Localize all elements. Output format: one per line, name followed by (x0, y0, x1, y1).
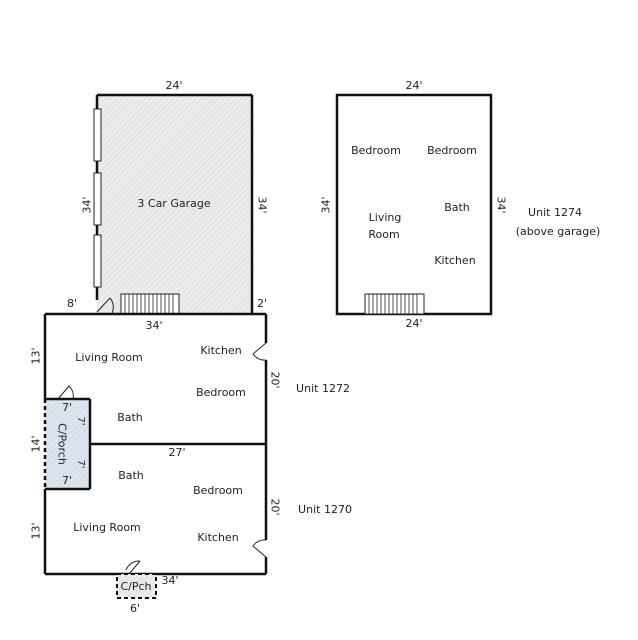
unit-1274-subtitle: (above garage) (515, 225, 601, 238)
unit-1272-living-room: Living Room (75, 351, 143, 364)
unit-1272-kitchen: Kitchen (200, 344, 242, 357)
unit-1274-living-line1: Living (368, 211, 402, 224)
garage-dim-right: 34' (255, 196, 269, 214)
unit-1274-dim-bottom: 24' (405, 317, 423, 330)
unit-1272-dim-right: 20' (268, 371, 282, 389)
unit-1274-dim-right: 34' (494, 196, 508, 214)
unit-1274-dim-top: 24' (405, 79, 423, 92)
unit-1270-dim-top: 27' (168, 446, 186, 459)
stairs-icon (120, 293, 180, 315)
unit-1270-living-room: Living Room (73, 521, 141, 534)
unit-1270-dim-bottom: 34' (161, 574, 179, 587)
garage-dim-bottom-left: 8' (66, 297, 78, 310)
side-porch-label: C/Porch (55, 423, 69, 465)
unit-1270-kitchen: Kitchen (197, 531, 239, 544)
unit-1274-living-line2: Room (368, 228, 400, 241)
side-porch-dim-right-top: 7' (75, 416, 86, 426)
garage-dim-top: 24' (165, 79, 183, 92)
side-porch-dim-right-bottom: 7' (75, 459, 86, 469)
unit-1270-bath: Bath (118, 469, 144, 482)
garage-dim-bottom-right: 2' (256, 297, 268, 310)
unit-1270-title: Unit 1270 (298, 503, 352, 516)
lower-building-outline (43, 312, 268, 599)
unit-1270-bedroom: Bedroom (193, 484, 243, 497)
unit-1274-outline (335, 93, 493, 316)
unit-1270-dim-right: 20' (268, 498, 282, 516)
garage-label: 3 Car Garage (137, 197, 211, 210)
side-porch-dim-bottom: 7' (61, 474, 73, 487)
unit-1274-dim-left: 34' (319, 196, 333, 214)
front-porch-label: C/Pch (120, 580, 152, 593)
unit-1272-title: Unit 1272 (296, 382, 350, 395)
garage-dim-left: 34' (80, 196, 94, 214)
unit-1272-bath: Bath (117, 411, 143, 424)
unit-1274-kitchen: Kitchen (434, 254, 476, 267)
unit-1272-dim-left: 13' (29, 347, 43, 365)
unit-1274-bedroom-1: Bedroom (351, 144, 401, 157)
unit-1270-dim-left: 13' (29, 522, 43, 540)
unit-1274-bath: Bath (444, 201, 470, 214)
unit-1272-bedroom: Bedroom (196, 386, 246, 399)
garage (93, 93, 254, 315)
unit-1274-bedroom-2: Bedroom (427, 144, 477, 157)
side-porch-dim: 14' (29, 435, 43, 453)
unit-1272-dim-top: 34' (145, 319, 163, 332)
front-porch-dim: 6' (129, 602, 141, 615)
side-porch-dim-top: 7' (61, 401, 73, 414)
unit-1274-title: Unit 1274 (528, 206, 582, 219)
stairs-icon (364, 293, 425, 315)
